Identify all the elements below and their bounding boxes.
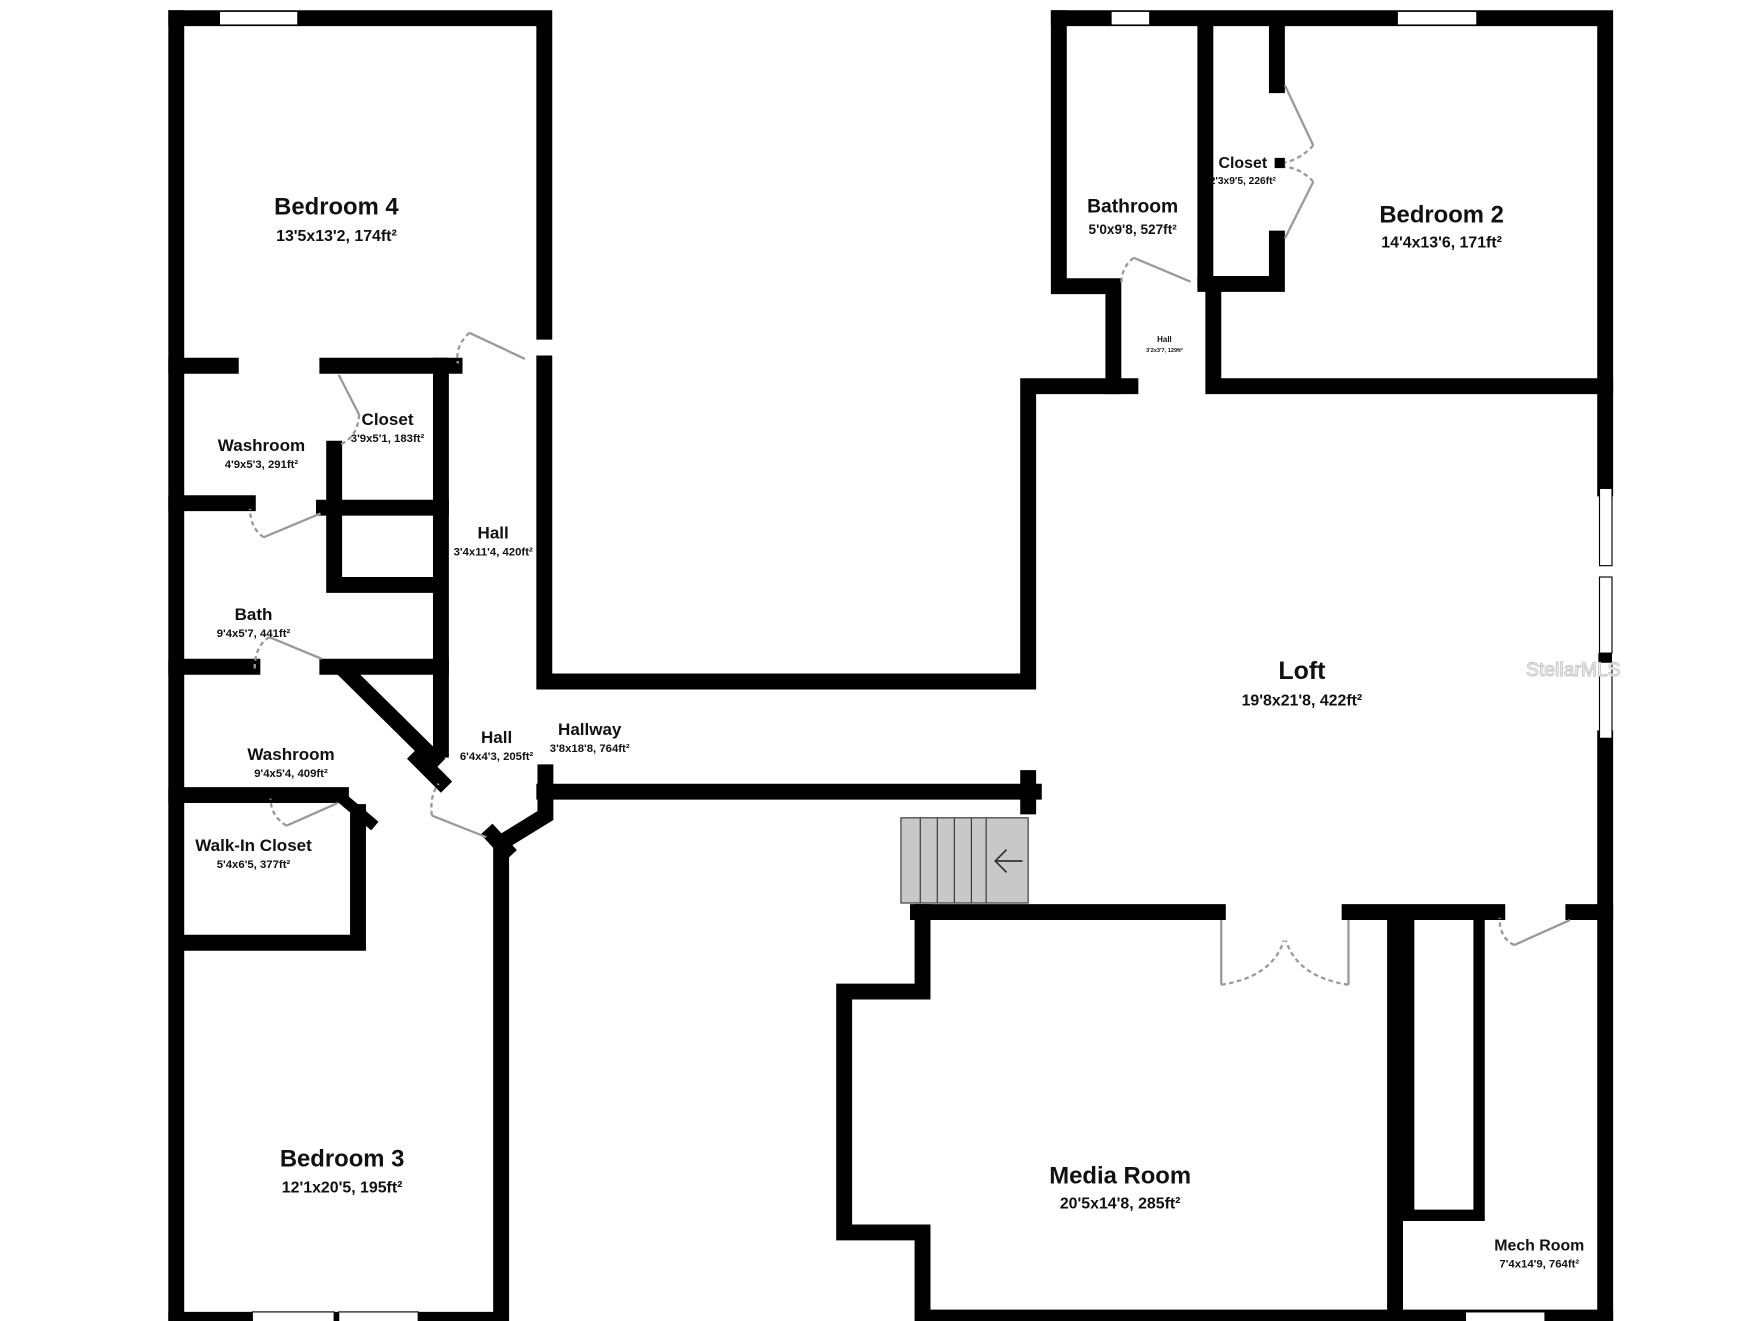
room-dims: 7'4x14'9, 764ft² [1499, 1259, 1579, 1271]
room-name: Mech Room [1494, 1238, 1584, 1255]
room-name: Washroom [218, 436, 305, 455]
room-name: Bedroom 2 [1379, 202, 1504, 229]
room-dims: 5'0x9'8, 527ft² [1089, 222, 1178, 237]
room-name: Closet [1219, 155, 1268, 172]
room-name: Media Room [1049, 1163, 1191, 1190]
stairs [900, 817, 1029, 904]
room-dims: 3'8x18'8, 764ft² [550, 743, 630, 755]
windows [218, 10, 1613, 1321]
room-name: Bedroom 4 [274, 194, 399, 221]
room-name: Closet [362, 410, 414, 429]
watermark: StellarMLS [1526, 660, 1620, 681]
room-dims: 19'8x21'8, 422ft² [1242, 692, 1363, 709]
room-dims: 13'5x13'2, 174ft² [276, 228, 397, 245]
walls [168, 10, 1614, 1321]
room-dims: 3'2x3'7, 129ft² [1146, 347, 1183, 354]
room-dims: 14'4x13'6, 171ft² [1381, 235, 1502, 252]
room-name: Washroom [247, 745, 334, 764]
room-name: Hall [481, 728, 512, 747]
room-dims: 5'4x6'5, 377ft² [217, 859, 291, 871]
room-name: Hall [1157, 335, 1172, 344]
room-dims: 20'5x14'8, 285ft² [1060, 1196, 1181, 1213]
room-name: Bedroom 3 [280, 1146, 405, 1173]
room-name: Hall [478, 523, 509, 542]
room-name: Bathroom [1087, 196, 1178, 217]
room-name: Bath [235, 605, 273, 624]
room-dims: 9'4x5'7, 441ft² [217, 628, 291, 640]
room-labels: Bedroom 4 13'5x13'2, 174ft² Washroom 4'9… [195, 155, 1584, 1271]
room-dims: 12'1x20'5, 195ft² [282, 1180, 403, 1197]
room-name: Walk-In Closet [195, 836, 312, 855]
arrow-left-icon [994, 849, 1023, 873]
room-dims: 3'9x5'1, 183ft² [351, 433, 425, 445]
room-name: Hallway [558, 720, 622, 739]
room-name: Loft [1278, 657, 1326, 685]
room-dims: 4'9x5'3, 291ft² [225, 459, 299, 471]
room-dims: 9'4x5'4, 409ft² [254, 768, 328, 780]
room-dims: 6'4x4'3, 205ft² [460, 751, 534, 763]
room-dims: 3'4x11'4, 420ft² [454, 546, 533, 558]
doors [248, 84, 1571, 986]
room-dims: 2'3x9'5, 226ft² [1210, 176, 1277, 187]
